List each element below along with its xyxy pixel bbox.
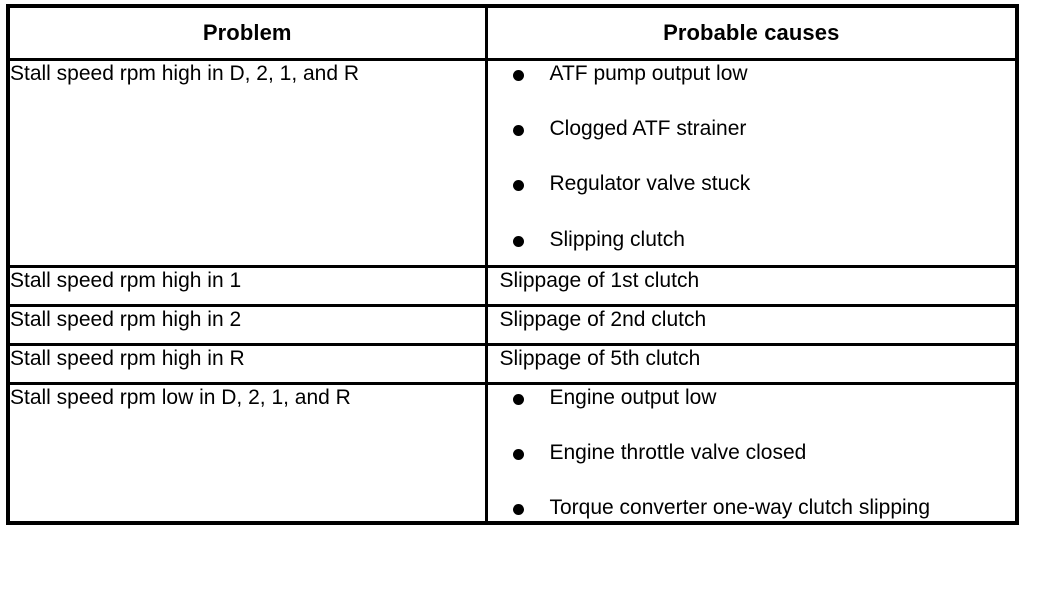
causes-cell: Slippage of 1st clutch — [484, 265, 1019, 307]
list-item: Torque converter one-way clutch slipping — [488, 495, 1016, 520]
list-item: Slipping clutch — [488, 227, 1016, 252]
list-item-label: ATF pump output low — [549, 62, 748, 85]
list-item-label: Engine output low — [549, 386, 717, 409]
problem-cell: Stall speed rpm high in 1 — [6, 265, 488, 307]
bullet-icon — [512, 394, 524, 405]
table-row: Stall speed rpm low in D, 2, 1, and R En… — [6, 381, 1019, 525]
table-body: Stall speed rpm high in D, 2, 1, and R A… — [6, 58, 1019, 525]
bullet-icon — [512, 449, 524, 461]
table-header: Problem Probable causes — [6, 4, 1019, 61]
list-item-label: Slipping clutch — [549, 227, 685, 251]
list-item: Engine throttle valve closed — [488, 440, 1016, 465]
causes-cell: Slippage of 5th clutch — [484, 343, 1019, 385]
bullet-icon — [512, 125, 524, 137]
bullet-icon — [512, 235, 524, 247]
table-row: Stall speed rpm high in 1 Slippage of 1s… — [6, 265, 1019, 307]
column-header-probable-causes: Probable causes — [484, 4, 1019, 61]
column-header-problem: Problem — [6, 4, 488, 61]
table-row: Stall speed rpm high in R Slippage of 5t… — [6, 343, 1019, 385]
problem-cell: Stall speed rpm high in D, 2, 1, and R — [6, 58, 488, 268]
bullet-icon — [512, 180, 524, 192]
list-item-label: Engine throttle valve closed — [549, 441, 807, 465]
list-item: Clogged ATF strainer — [488, 116, 1016, 141]
table-row: Stall speed rpm high in 2 Slippage of 2n… — [6, 304, 1019, 346]
list-item-label: Torque converter one-way clutch slipping — [549, 496, 931, 520]
header-row: Problem Probable causes — [6, 4, 1019, 61]
problem-cell: Stall speed rpm high in 2 — [6, 304, 488, 346]
list-item: Engine output low — [488, 385, 1016, 410]
bullet-icon — [512, 504, 524, 516]
bullet-icon — [512, 70, 524, 81]
list-item-label: Clogged ATF strainer — [549, 117, 747, 141]
causes-cell: Engine output low Engine throttle valve … — [484, 381, 1019, 525]
problem-cell: Stall speed rpm low in D, 2, 1, and R — [6, 381, 488, 525]
causes-cell: Slippage of 2nd clutch — [484, 304, 1019, 346]
causes-bullet-list: Engine output low Engine throttle valve … — [488, 385, 1016, 521]
causes-bullet-list: ATF pump output low Clogged ATF strainer… — [488, 61, 1016, 252]
table-row: Stall speed rpm high in D, 2, 1, and R A… — [6, 58, 1019, 268]
causes-cell: ATF pump output low Clogged ATF strainer… — [484, 58, 1019, 268]
list-item: Regulator valve stuck — [488, 171, 1016, 196]
list-item: ATF pump output low — [488, 61, 1016, 86]
list-item-label: Regulator valve stuck — [549, 172, 751, 196]
troubleshooting-table: Problem Probable causes Stall speed rpm … — [6, 4, 1019, 525]
problem-cell: Stall speed rpm high in R — [6, 343, 488, 385]
